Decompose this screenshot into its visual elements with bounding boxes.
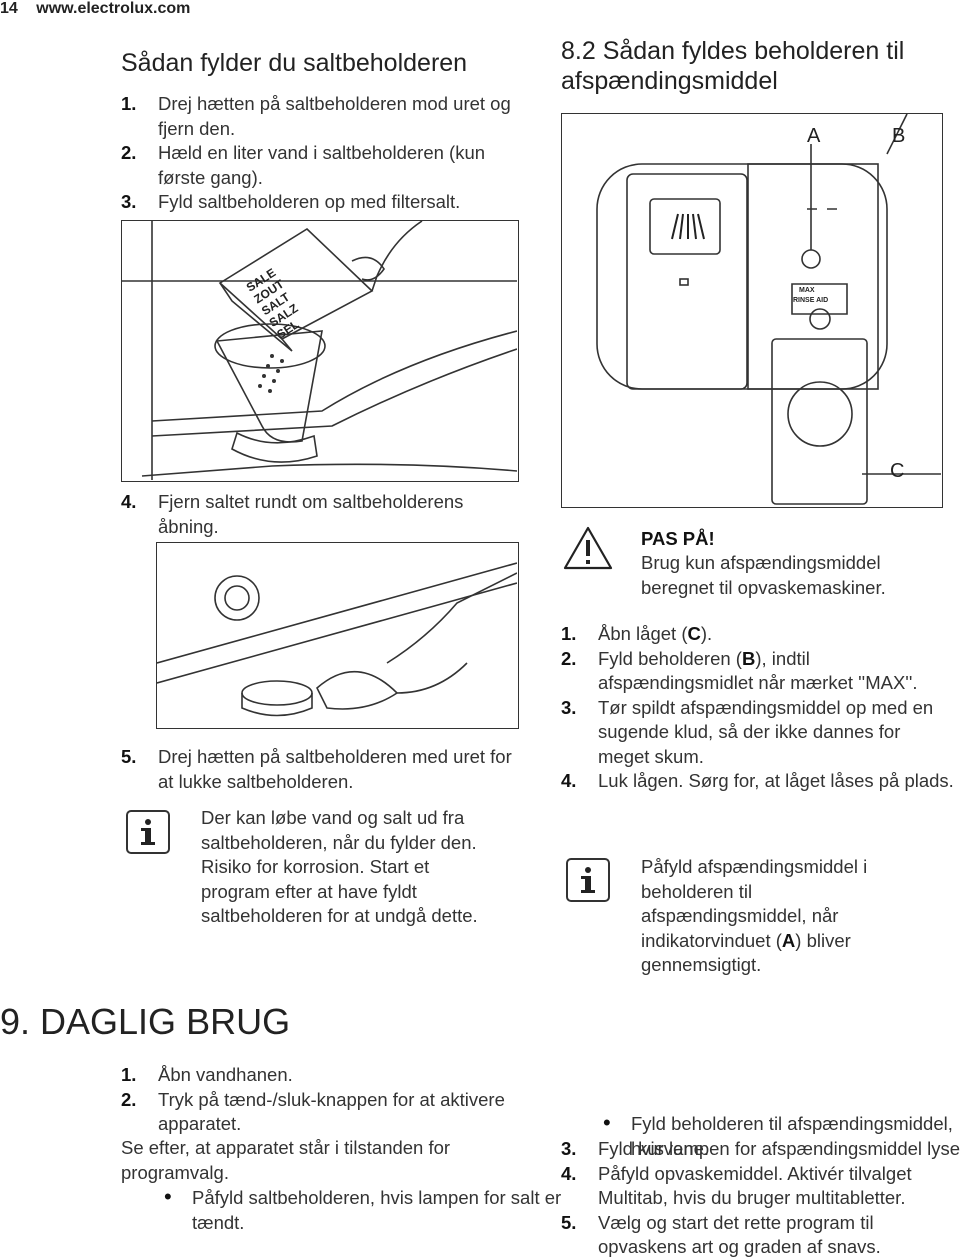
daily-steps-list: 1.Åbn vandhanen. 2.Tryk på tænd-/sluk-kn… (121, 1063, 521, 1137)
info-icon (126, 810, 170, 854)
list-item: 5.Drej hætten på saltbeholderen med uret… (121, 746, 512, 792)
salt-fill-illustration: SALE ZOUT SALT SALZ SEL (121, 220, 519, 482)
website-url: www.electrolux.com (36, 0, 191, 17)
info-icon (566, 858, 610, 902)
wipe-salt-illustration (156, 542, 519, 729)
list-item: 1.Åbn låget (C). (561, 623, 713, 644)
daily-bullet: Påfyld saltbeholderen, hvis lampen for s… (160, 1185, 562, 1235)
list-item: 4.Luk lågen. Sørg for, at låget låses på… (561, 770, 954, 791)
rinse-aid-info-note: Påfyld afspændingsmiddel i beholderen ti… (641, 856, 868, 975)
page-number: 14 (0, 0, 18, 17)
salt-step-4: 4.Fjern saltet rundt om saltbeholderens … (121, 490, 516, 539)
list-item: 2.Tryk på tænd-/sluk-knappen for at akti… (121, 1088, 505, 1135)
list-item: 3.Tør spildt afspændingsmiddel op med en… (561, 696, 934, 767)
section-heading-daily-use: 9. DAGLIG BRUG (0, 1001, 291, 1042)
list-item: 3.Fyld kurvene. (561, 1138, 710, 1159)
fig-label-c: C (890, 460, 904, 482)
salt-steps-list: 1.Drej hætten på saltbeholderen mod uret… (121, 92, 516, 215)
list-item: 2.Hæld en liter vand i saltbeholderen (k… (121, 142, 486, 188)
warning-title: PAS PÅ! (641, 528, 715, 549)
dispenser-illustration: MAX RINSE AID A B C (561, 113, 943, 508)
page-header: 14 www.electrolux.com (0, 0, 204, 22)
warning-icon (563, 526, 613, 570)
salt-step-5: 5.Drej hætten på saltbeholderen med uret… (121, 745, 516, 794)
salt-section-title: Sådan fylder du saltbeholderen (121, 49, 468, 77)
daily-steps-continued: 3.Fyld kurvene. 4.Påfyld opvaskemiddel. … (561, 1137, 959, 1260)
rinse-aid-section-title: 8.2 Sådan fyldes beholderen til afspændi… (561, 37, 905, 95)
list-item: 4.Påfyld opvaskemiddel. Aktivér tilvalge… (561, 1162, 912, 1209)
dial-rinse-label: RINSE AID (793, 297, 828, 304)
list-item: 1.Drej hætten på saltbeholderen mod uret… (121, 93, 511, 139)
list-item: 4.Fjern saltet rundt om saltbeholderens … (121, 491, 464, 537)
salt-info-note: Der kan løbe vand og salt ud fra saltbeh… (201, 807, 478, 926)
rinse-aid-steps-list: 1.Åbn låget (C). 2.Fyld beholderen (B), … (561, 622, 956, 794)
fig-label-a: A (807, 125, 821, 147)
dial-max-label: MAX (799, 287, 815, 294)
rinse-aid-bullet: Fyld beholderen til afspændingsmiddel, h… (599, 1111, 960, 1161)
daily-note: Se efter, at apparatet står i tilstanden… (121, 1137, 451, 1183)
list-item: 1.Åbn vandhanen. (121, 1064, 293, 1085)
list-item: 2.Fyld beholderen (B), indtil afspænding… (561, 647, 918, 694)
fig-label-b: B (892, 125, 905, 147)
warning-text: Brug kun afspændingsmiddel beregnet til … (641, 552, 886, 598)
list-item: 5.Vælg og start det rette program til op… (561, 1211, 881, 1258)
list-item: 3.Fyld saltbeholderen op med filtersalt. (121, 191, 461, 212)
